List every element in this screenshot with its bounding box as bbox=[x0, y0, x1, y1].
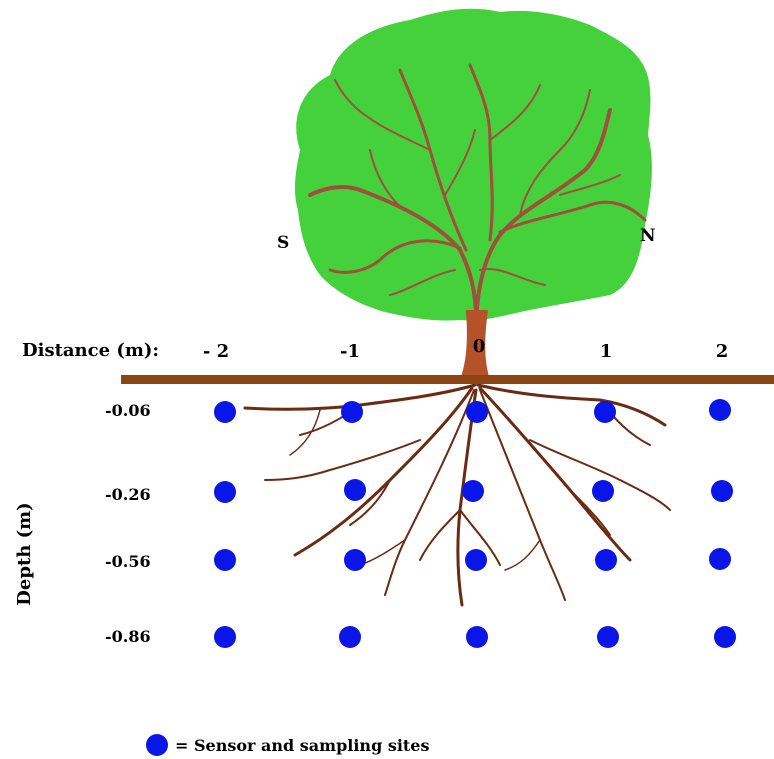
depth-axis-label: Depth (m) bbox=[14, 502, 35, 605]
distance-tick-label: 0 bbox=[473, 336, 486, 357]
sensor-dot bbox=[214, 481, 236, 503]
distance-tick-label: - 2 bbox=[203, 341, 229, 362]
legend-text: = Sensor and sampling sites bbox=[175, 736, 429, 755]
sensor-dot bbox=[592, 480, 614, 502]
sensor-dot bbox=[465, 549, 487, 571]
sensor-dot bbox=[466, 401, 488, 423]
north-label: N bbox=[640, 226, 656, 246]
distance-tick-label: -1 bbox=[340, 341, 360, 362]
tree-canopy bbox=[294, 8, 652, 321]
tree-trunk bbox=[460, 310, 490, 380]
depth-tick-labels: -0.06 -0.26 -0.56 -0.86 bbox=[105, 401, 151, 646]
tree-roots bbox=[243, 383, 671, 607]
ground-line bbox=[121, 375, 774, 384]
sensor-dot bbox=[339, 626, 361, 648]
depth-tick-label: -0.26 bbox=[105, 485, 151, 504]
distance-axis-label: Distance (m): bbox=[22, 340, 159, 361]
legend-sensor-dot bbox=[146, 734, 168, 756]
distance-tick-labels: - 2 -1 0 1 2 bbox=[203, 336, 728, 362]
sensor-dot bbox=[462, 480, 484, 502]
sensor-dot bbox=[466, 626, 488, 648]
sensor-dot bbox=[594, 401, 616, 423]
sensor-dot bbox=[595, 549, 617, 571]
tree-branches bbox=[308, 63, 647, 322]
depth-tick-label: -0.06 bbox=[105, 401, 151, 420]
distance-tick-label: 2 bbox=[716, 341, 729, 362]
sensor-dot bbox=[709, 548, 731, 570]
sensor-dot bbox=[597, 626, 619, 648]
sensor-dot bbox=[344, 549, 366, 571]
depth-tick-label: -0.56 bbox=[105, 552, 151, 571]
sensor-dot bbox=[344, 479, 366, 501]
distance-tick-label: 1 bbox=[600, 341, 613, 362]
sensor-grid bbox=[214, 399, 736, 648]
legend: = Sensor and sampling sites bbox=[146, 734, 429, 756]
sensor-dot bbox=[214, 626, 236, 648]
sensor-dot bbox=[709, 399, 731, 421]
depth-tick-label: -0.86 bbox=[105, 627, 151, 646]
sensor-dot bbox=[714, 626, 736, 648]
sensor-dot bbox=[711, 480, 733, 502]
south-label: S bbox=[277, 233, 289, 253]
sensor-dot bbox=[214, 549, 236, 571]
sensor-dot bbox=[341, 401, 363, 423]
sensor-dot bbox=[214, 401, 236, 423]
